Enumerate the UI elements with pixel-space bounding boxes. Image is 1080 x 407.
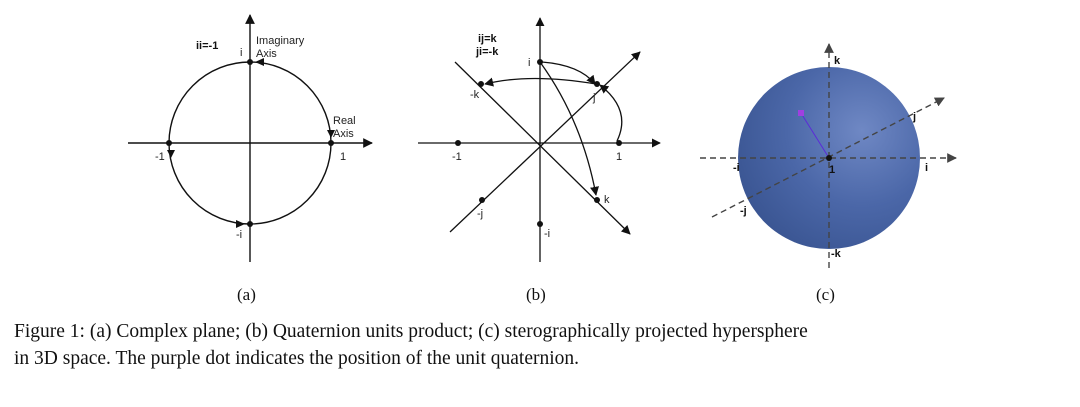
label-neg1: -1 [155,151,165,163]
label-k: k [834,55,841,67]
annotation-ii: ii=-1 [196,40,218,52]
panel-c-caption: (c) [816,285,835,304]
label-j: j [912,111,916,123]
panel-c-hypersphere: k -k j -j i -i 1 (c) [700,43,957,304]
rule-ji: ji=-k [475,46,499,58]
label-negk: -k [831,248,842,260]
panel-b-quaternion-units: ij=k ji=-k i -k j -1 1 k -j -i (b) [418,17,661,304]
real-axis-label-2: Axis [333,128,354,140]
point-1 [616,140,622,146]
point-k [594,197,600,203]
point-neg1 [455,140,461,146]
arc-j-to-negk [484,77,597,87]
point-negj [479,197,485,203]
label-neg1: -1 [452,151,462,163]
rotation-arrowhead-4 [236,220,245,228]
point-negi [247,221,253,227]
arc-1-to-j [599,84,623,142]
label-j: j [592,92,595,104]
panel-a-caption: (a) [237,285,256,304]
point-negk [478,81,484,87]
imag-axis-label-1: Imaginary [256,35,305,47]
arc-j-to-k [539,61,599,196]
label-origin: 1 [829,164,835,176]
rotation-arrowhead-1 [327,130,335,138]
rule-ij: ij=k [478,33,498,45]
axis-k [454,61,631,235]
label-negk: -k [470,89,480,101]
label-negj: -j [477,208,483,220]
figure-1: ii=-1 Imaginary Axis Real Axis i -1 1 -i… [128,14,957,304]
label-1: 1 [616,151,622,163]
label-negj: -j [740,205,747,217]
quaternion-vector [800,112,830,159]
rotation-arrowhead-2 [255,58,264,66]
rotation-arrowhead-3 [167,150,175,158]
point-negi [537,221,543,227]
label-negi: -i [544,228,550,240]
point-neg1 [166,140,172,146]
label-i: i [925,162,928,174]
label-i: i [240,47,242,59]
panel-a-complex-plane: ii=-1 Imaginary Axis Real Axis i -1 1 -i… [128,14,373,304]
real-axis-label-1: Real [333,115,356,127]
imag-axis-label-2: Axis [256,48,277,60]
origin-dot [826,155,832,161]
point-j [594,81,600,87]
point-i [537,59,543,65]
caption-line-1: Figure 1: (a) Complex plane; (b) Quatern… [14,321,808,342]
figure-caption: Figure 1: (a) Complex plane; (b) Quatern… [14,318,1074,372]
panel-b-caption: (b) [526,285,546,304]
point-i [247,59,253,65]
label-k: k [604,194,610,206]
arc-i-to-j [541,61,596,85]
caption-line-2: in 3D space. The purple dot indicates th… [14,348,580,369]
label-1: 1 [340,151,346,163]
label-negi: -i [236,229,242,241]
unit-quaternion-dot [798,110,804,116]
label-negi: -i [733,162,740,174]
label-i: i [528,57,530,69]
point-1 [328,140,334,146]
